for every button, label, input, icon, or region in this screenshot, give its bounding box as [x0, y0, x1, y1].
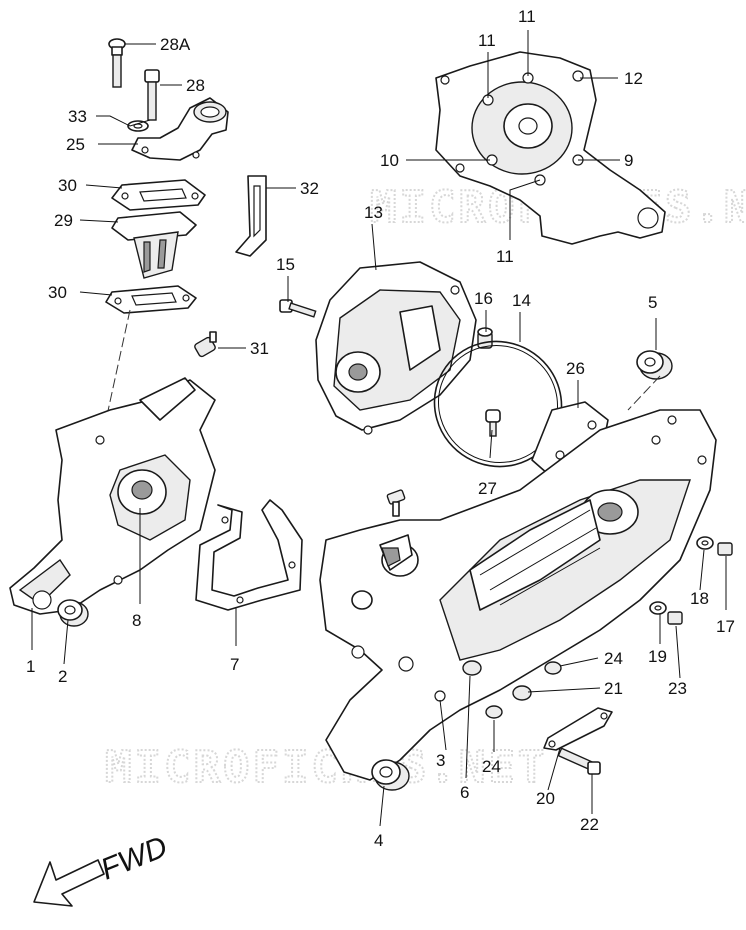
- callout-25: 25: [66, 135, 85, 154]
- reed-valve-29: [111, 211, 197, 279]
- callout-14: 14: [512, 291, 531, 310]
- crankcase-3: [319, 409, 717, 781]
- callout-11-left: 11: [478, 31, 496, 50]
- leader-lines: [31, 30, 727, 827]
- bracket-21: [543, 707, 613, 751]
- callout-23: 22: [580, 815, 599, 834]
- dowel-16: [477, 327, 493, 349]
- screw-27: [485, 409, 501, 437]
- callout-20: 19: [648, 647, 667, 666]
- callout-16: 16: [474, 289, 493, 308]
- callout-2: 2: [58, 667, 67, 686]
- callout-10: 10: [380, 151, 399, 170]
- callout-29: 29: [54, 211, 73, 230]
- callout-30-upper: 30: [58, 176, 77, 195]
- callout-24-upper: 24: [604, 649, 623, 668]
- callout-11-top: 11: [518, 7, 536, 26]
- breather-fitting: [386, 489, 406, 517]
- washer-33: [127, 120, 149, 132]
- callout-22: 21: [604, 679, 623, 698]
- assembly-line-5: [627, 375, 661, 411]
- watermark-bottom: MICROFICHES.NET: [105, 742, 547, 793]
- callout-28A: 28A: [160, 35, 191, 54]
- callout-31: 31: [250, 339, 269, 358]
- bolt-28: [144, 69, 160, 121]
- callout-32: 32: [300, 179, 319, 198]
- intake-manifold-25: [131, 97, 229, 161]
- callout-labels: 28A 28 33 25 30 29 30 31 32 15 13 16 14 …: [26, 7, 735, 850]
- bushing-5: [636, 350, 673, 380]
- bolt-23: [557, 747, 601, 775]
- callout-5: 5: [648, 293, 657, 312]
- callout-19: 23: [668, 679, 687, 698]
- callout-3: 3: [436, 751, 445, 770]
- callout-33: 33: [68, 107, 87, 126]
- callout-9: 9: [624, 151, 633, 170]
- cover-13: [315, 261, 477, 435]
- gasket-30-lower: [105, 285, 197, 314]
- callout-21: 20: [536, 789, 555, 808]
- callout-30-lower: 30: [48, 283, 67, 302]
- washer-20: [649, 601, 667, 615]
- fwd-arrow-icon: [33, 859, 105, 907]
- callout-4: 4: [374, 831, 383, 850]
- crankcase-half-1: [9, 377, 216, 615]
- callout-12: 12: [624, 69, 643, 88]
- callout-8: 8: [132, 611, 141, 630]
- bushing-4: [371, 759, 410, 791]
- bolt-28A: [108, 38, 126, 88]
- bolt-15: [279, 299, 317, 318]
- callout-26: 26: [566, 359, 585, 378]
- bushing-2: [57, 599, 89, 627]
- pin-22: [512, 685, 532, 701]
- gasket-30-upper: [111, 179, 206, 211]
- gasket-7: [195, 499, 303, 611]
- callout-7: 7: [230, 655, 239, 674]
- pin-24-lower: [485, 705, 503, 719]
- bracket-32: [235, 175, 267, 257]
- fwd-label: FWD: [96, 830, 172, 886]
- callout-13: 13: [364, 203, 383, 222]
- pin-24-upper: [544, 661, 562, 675]
- cover-plate-9-12: [435, 51, 666, 245]
- callout-1: 1: [26, 657, 35, 676]
- bolt-19: [667, 611, 683, 625]
- callout-28: 28: [186, 76, 205, 95]
- callout-18: 18: [690, 589, 709, 608]
- callout-11-bottom: 11: [496, 247, 514, 266]
- callout-15: 15: [276, 255, 295, 274]
- washer-18: [696, 536, 714, 550]
- assembly-line-intake: [105, 309, 131, 421]
- callout-24-lower: 24: [482, 757, 501, 776]
- sensor-31: [194, 331, 217, 358]
- callout-27: 27: [478, 479, 497, 498]
- dowel-6: [462, 660, 482, 676]
- callout-17: 17: [716, 617, 735, 636]
- callout-6: 6: [460, 783, 469, 802]
- bolt-17: [717, 542, 733, 556]
